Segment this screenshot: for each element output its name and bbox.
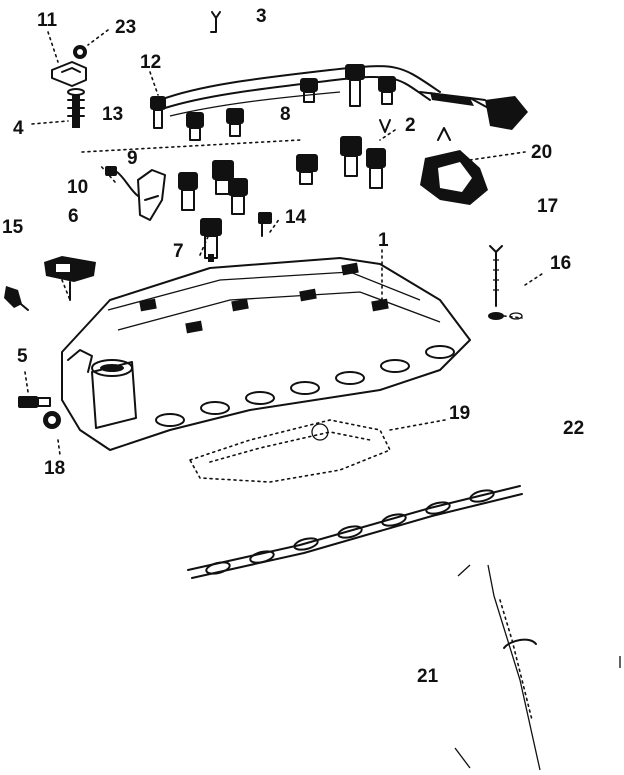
manifold-ports xyxy=(139,262,389,334)
part-5-sensor xyxy=(18,396,51,408)
leader-18 xyxy=(57,439,61,456)
part-10-sensor xyxy=(105,166,139,197)
injector-mid-d xyxy=(296,154,318,185)
leader-lines xyxy=(24,29,546,456)
injector-12 xyxy=(150,96,166,129)
injector-mid-f xyxy=(366,148,386,189)
part-14-clip xyxy=(258,212,272,237)
callout-11: 11 xyxy=(37,10,58,31)
leader-5 xyxy=(24,371,29,393)
callout-3: 3 xyxy=(256,6,267,27)
callout-13: 13 xyxy=(102,104,123,125)
part-15-sensor xyxy=(4,286,29,311)
callout-23: 23 xyxy=(115,17,136,38)
leader-11 xyxy=(47,31,59,63)
part-7-injector xyxy=(200,218,222,262)
part-16-spacer xyxy=(488,312,523,320)
callout-1: 1 xyxy=(378,230,389,251)
middle-injectors xyxy=(105,119,391,221)
part-20-elbow xyxy=(420,127,488,205)
callout-7: 7 xyxy=(173,241,184,262)
fuel-rail-harness xyxy=(159,65,528,130)
part-2-clip xyxy=(379,119,391,133)
injector-upper-c xyxy=(300,78,318,103)
injector-upper-a xyxy=(186,112,204,141)
manifold-flange xyxy=(155,345,455,427)
part-3-bolt xyxy=(210,11,221,33)
part-18-cap xyxy=(43,411,61,429)
callout-4: 4 xyxy=(13,118,24,139)
callout-8: 8 xyxy=(280,104,291,125)
leader-4 xyxy=(31,120,69,125)
upper-injectors xyxy=(150,64,396,141)
leader-14 xyxy=(269,217,281,233)
part-1-intake-manifold xyxy=(61,257,471,451)
callout-18: 18 xyxy=(44,458,65,479)
part-6-module xyxy=(44,256,96,301)
callout-6: 6 xyxy=(68,206,79,227)
injector-mid-e xyxy=(340,136,362,177)
callout-22: 22 xyxy=(563,418,584,439)
gasket-ports xyxy=(205,489,495,575)
leader-2 xyxy=(379,129,396,141)
part-9-harness-bracket xyxy=(137,169,166,221)
leader-6-dash xyxy=(61,279,71,301)
callout-20: 20 xyxy=(531,142,552,163)
part-19-gasket xyxy=(188,419,392,483)
callout-labels: 11 23 3 12 4 13 8 2 9 20 10 17 6 14 15 1… xyxy=(2,6,584,687)
injector-upper-e xyxy=(378,76,396,105)
callout-15: 15 xyxy=(2,217,24,238)
leader-12 xyxy=(149,71,159,96)
callout-17: 17 xyxy=(537,196,558,217)
part-22-manifold-gasket xyxy=(187,485,523,579)
injector-mid-c xyxy=(228,178,248,215)
callout-16: 16 xyxy=(550,253,571,274)
leader-23 xyxy=(87,29,109,46)
leader-20 xyxy=(469,151,526,161)
part-21-tube xyxy=(454,564,621,771)
part-17-bolt xyxy=(489,245,503,307)
callout-2: 2 xyxy=(405,115,416,136)
leader-8 xyxy=(81,139,301,153)
manifold-throttle-housing xyxy=(91,359,137,429)
leader-19 xyxy=(389,419,446,431)
injector-upper-b xyxy=(226,108,244,137)
part-11-bracket xyxy=(51,61,87,87)
callout-19: 19 xyxy=(449,403,470,424)
leader-16 xyxy=(524,271,546,286)
injector-upper-d xyxy=(345,64,365,107)
injector-mid-a xyxy=(178,172,198,211)
callout-21: 21 xyxy=(417,666,439,687)
part-13-stud xyxy=(67,88,85,128)
callout-14: 14 xyxy=(285,207,307,228)
callout-12: 12 xyxy=(140,52,161,73)
callout-9: 9 xyxy=(127,148,138,169)
part-23-nut xyxy=(73,45,87,59)
callout-5: 5 xyxy=(17,346,28,367)
callout-10: 10 xyxy=(67,177,88,198)
